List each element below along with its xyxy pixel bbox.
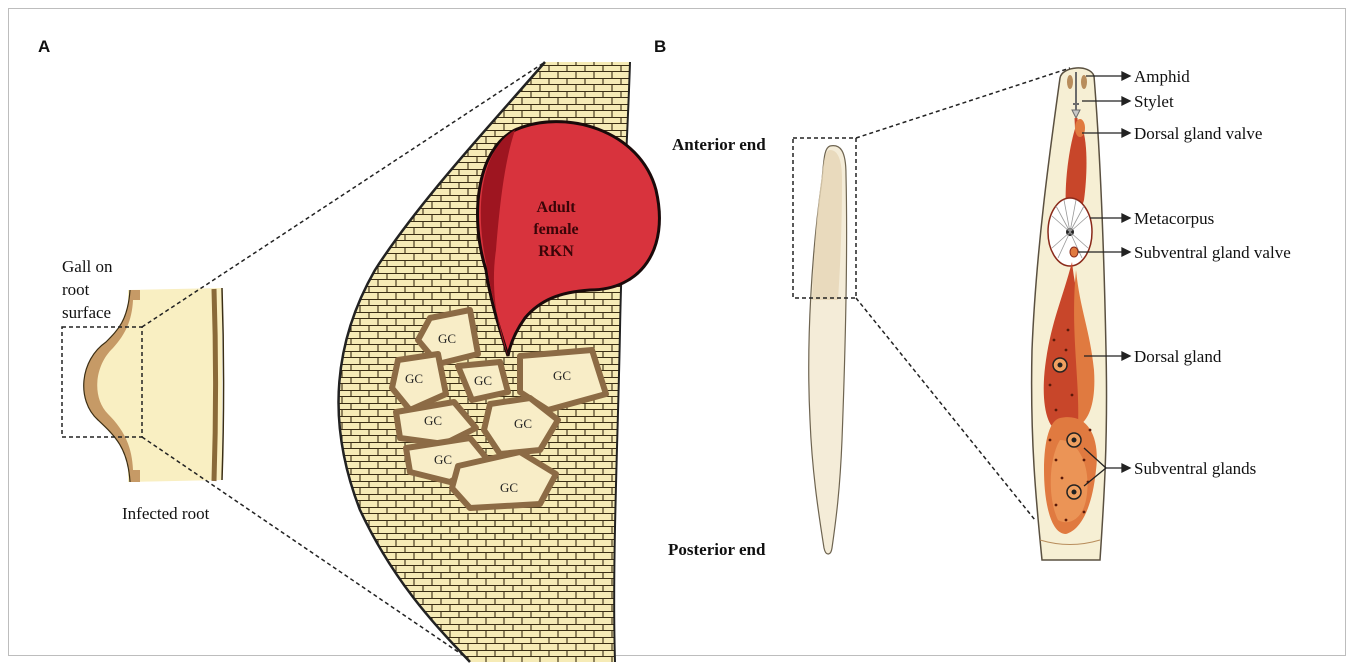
- nematode-anterior-magnified: [1032, 68, 1107, 560]
- nematode-body: [809, 146, 847, 554]
- metacorpus-label: Metacorpus: [1134, 209, 1214, 228]
- rkn-label-line1: Adult: [536, 199, 576, 216]
- anterior-end-label: Anterior end: [672, 135, 766, 154]
- panel-b-letter: B: [654, 37, 666, 56]
- gc-label: GC: [474, 373, 492, 388]
- stylet-label: Stylet: [1134, 92, 1174, 111]
- zoom-line-bottom-b: [856, 298, 1035, 520]
- gall-label-line2: root: [62, 280, 90, 299]
- infected-root-label: Infected root: [122, 504, 210, 523]
- gc-label: GC: [438, 331, 456, 346]
- gc-label: GC: [553, 368, 571, 383]
- posterior-end-label: Posterior end: [668, 540, 766, 559]
- amphid-label: Amphid: [1134, 67, 1190, 86]
- infected-root: [128, 288, 224, 482]
- rkn-label-line2: female: [533, 221, 578, 238]
- gall-label-line1: Gall on: [62, 257, 113, 276]
- dorsal-gland-valve-label: Dorsal gland valve: [1134, 124, 1262, 143]
- gc-label: GC: [434, 452, 452, 467]
- panel-a-letter: A: [38, 37, 50, 56]
- dorsal-gland-label: Dorsal gland: [1134, 347, 1222, 366]
- zoom-line-top-b: [856, 68, 1070, 138]
- gc-label: GC: [405, 371, 423, 386]
- subventral-gland-valve-label: Subventral gland valve: [1134, 243, 1291, 262]
- gc-label: GC: [514, 416, 532, 431]
- gc-label: GC: [500, 480, 518, 495]
- gc-label: GC: [424, 413, 442, 428]
- subventral-glands-label: Subventral glands: [1134, 459, 1256, 478]
- gall-label-line3: surface: [62, 303, 111, 322]
- rkn-label-line3: RKN: [538, 243, 574, 260]
